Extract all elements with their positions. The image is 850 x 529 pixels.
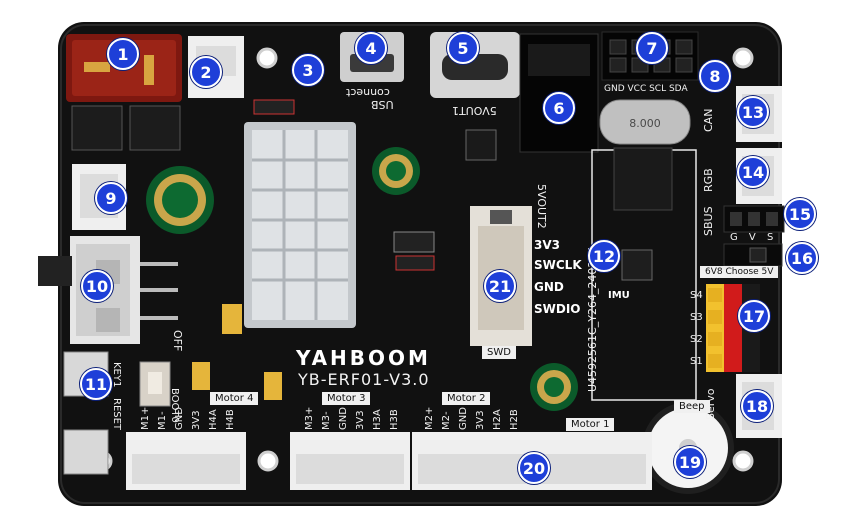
callout-16: 16 — [786, 242, 818, 274]
sbus-pin-labels: G V S — [730, 232, 778, 243]
motor-pin-label: M3- — [321, 411, 332, 430]
callout-13: 13 — [737, 96, 769, 128]
motor-pin-label: GND — [338, 407, 349, 430]
s1-label: S1 — [690, 356, 703, 367]
motor-pin-label: GND — [458, 407, 469, 430]
motor-pin-label: M1+ — [140, 406, 151, 430]
motor-pin-label: H4B — [225, 409, 236, 430]
i2c-pin-labels: GND VCC SCL SDA — [604, 84, 688, 94]
smd-diode — [393, 231, 435, 253]
mosfet — [129, 105, 181, 151]
motor-pin-label: 3V3 — [475, 410, 486, 430]
sbus-header — [723, 205, 785, 233]
usb-label: USB — [371, 98, 394, 111]
motor-pin-label: 3V3 — [191, 410, 202, 430]
callout-7: 7 — [636, 32, 668, 64]
crystal-label: 8.000 — [629, 117, 661, 130]
can-label: CAN — [702, 108, 715, 132]
callout-12: 12 — [588, 240, 620, 272]
heatsink — [244, 122, 356, 328]
callout-21: 21 — [484, 270, 516, 302]
connect-label: connect — [346, 86, 390, 99]
swd-label: SWD — [482, 346, 516, 359]
motor4-header — [126, 432, 246, 490]
smd-diode — [253, 99, 295, 115]
smd-diode — [395, 255, 435, 271]
callout-1: 1 — [107, 38, 139, 70]
rgb-label: RGB — [702, 168, 715, 192]
motor2-header — [412, 432, 532, 490]
brand-logo: YAHBOOM — [296, 346, 431, 370]
s4-label: S4 — [690, 290, 703, 301]
motor-pin-label: H2B — [509, 409, 520, 430]
s2-label: S2 — [690, 334, 703, 345]
motor-pin-label: M2+ — [424, 406, 435, 430]
motor-pin-label: 3V3 — [355, 410, 366, 430]
tantalum-cap — [264, 372, 282, 400]
callout-19: 19 — [674, 446, 706, 478]
sbus-label: SBUS — [702, 206, 715, 236]
motor-pin-label: M1- — [157, 411, 168, 430]
motor3-label: Motor 3 — [322, 392, 371, 405]
smd-chip — [465, 129, 497, 161]
callout-14: 14 — [737, 156, 769, 188]
mount-hole — [732, 450, 754, 472]
tantalum-cap — [192, 362, 210, 390]
crystal-oscillator — [599, 99, 691, 145]
motor-pin-label: M2- — [441, 411, 452, 430]
motor2-label: Motor 2 — [442, 392, 491, 405]
reset-button — [63, 429, 109, 475]
callout-10: 10 — [81, 270, 113, 302]
capacitor-large — [146, 166, 214, 234]
callout-4: 4 — [355, 32, 387, 64]
motor-pin-label: H2A — [492, 409, 503, 430]
mount-hole — [256, 47, 278, 69]
motor3-header — [290, 432, 410, 490]
voltage-choose-label: 6V8 Choose 5V — [700, 266, 779, 278]
model-label: YB-ERF01-V3.0 — [298, 370, 430, 389]
callout-20: 20 — [518, 452, 550, 484]
svout2-label: 5VOUT2 — [535, 184, 548, 229]
callout-11: 11 — [80, 368, 112, 400]
motor-pin-label: H3B — [389, 409, 400, 430]
callout-5: 5 — [447, 32, 479, 64]
voltage-jumper — [723, 243, 783, 267]
mosfet — [71, 105, 123, 151]
imu-label: IMU — [608, 290, 630, 301]
motor-pin-label: H4A — [208, 409, 219, 430]
motor-pin-label: H3A — [372, 409, 383, 430]
swd-gnd-label: GND — [534, 280, 564, 294]
callout-17: 17 — [738, 300, 770, 332]
svout1-label: 5VOUT1 — [452, 104, 497, 117]
motor-pin-label: M3+ — [304, 406, 315, 430]
callout-2: 2 — [190, 56, 222, 88]
swd-swclk-label: SWCLK — [534, 258, 582, 272]
mount-hole — [257, 450, 279, 472]
callout-8: 8 — [699, 60, 731, 92]
tantalum-cap — [222, 304, 242, 334]
imu-chip — [621, 249, 653, 281]
motor-pin-label: GND — [174, 407, 185, 430]
motor4-label: Motor 4 — [210, 392, 259, 405]
regulator — [613, 147, 673, 211]
capacitor-small — [530, 363, 578, 411]
callout-3: 3 — [292, 54, 324, 86]
s3-label: S3 — [690, 312, 703, 323]
key1-label: KEY1 — [111, 362, 122, 388]
beep-label: Beep — [674, 400, 710, 413]
power-switch — [38, 236, 140, 344]
swd-swdio-label: SWDIO — [534, 302, 581, 316]
callout-9: 9 — [95, 182, 127, 214]
motor1-label: Motor 1 — [566, 418, 615, 431]
swd-3v3-label: 3V3 — [534, 238, 560, 252]
capacitor-small — [372, 147, 420, 195]
mount-hole — [732, 47, 754, 69]
callout-6: 6 — [543, 92, 575, 124]
callout-18: 18 — [741, 390, 773, 422]
reset-label: RESET — [111, 398, 122, 431]
callout-15: 15 — [784, 198, 816, 230]
motor1-header — [532, 432, 652, 490]
off-label: OFF — [171, 330, 184, 352]
